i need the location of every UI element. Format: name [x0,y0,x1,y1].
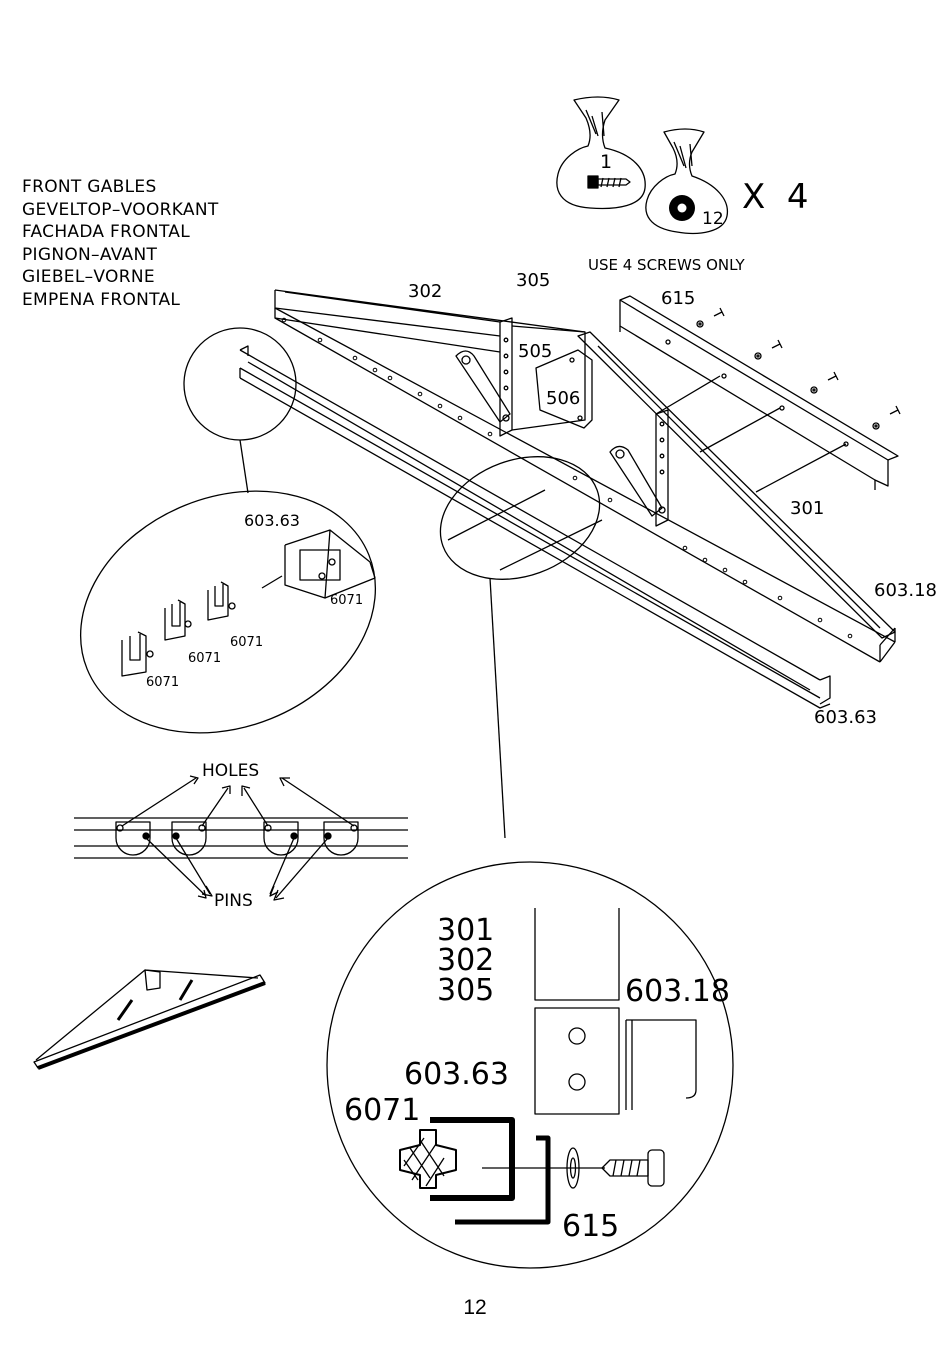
section-label-603-63: 603.63 [404,1057,509,1092]
inset-label-603-63: 603.63 [244,511,300,530]
holes-pins-diagram [74,776,408,900]
label-302: 302 [408,281,442,302]
detail-circle-left [184,328,296,440]
label-506: 506 [546,388,580,409]
section-detail-circle [327,862,733,1268]
label-305: 305 [516,270,550,291]
label-615: 615 [661,288,695,309]
section-label-615: 615 [562,1209,619,1244]
page-number: 12 [0,1296,950,1320]
pins-label: PINS [214,891,253,911]
section-label-305: 305 [437,973,494,1008]
section-label-603-18: 603.18 [625,974,730,1009]
label-301: 301 [790,498,824,519]
screw-note: USE 4 SCREWS ONLY [588,256,745,274]
label-505: 505 [518,341,552,362]
label-603-18: 603.18 [874,580,937,601]
section-label-6071: 6071 [344,1093,420,1128]
inset-label-6071-a: 6071 [330,593,363,608]
label-603-63: 603.63 [814,707,877,728]
inset-label-6071-c: 6071 [188,651,221,666]
bag2-number: 12 [702,209,724,229]
holes-label: HOLES [202,761,259,781]
bag1-number: 1 [600,151,612,173]
inset-label-6071-d: 6071 [146,675,179,690]
screw-washer-set [697,308,900,429]
multiplier-label: X 4 [742,177,809,217]
gable-overview-icon [34,970,265,1068]
inset-label-6071-b: 6071 [230,635,263,650]
